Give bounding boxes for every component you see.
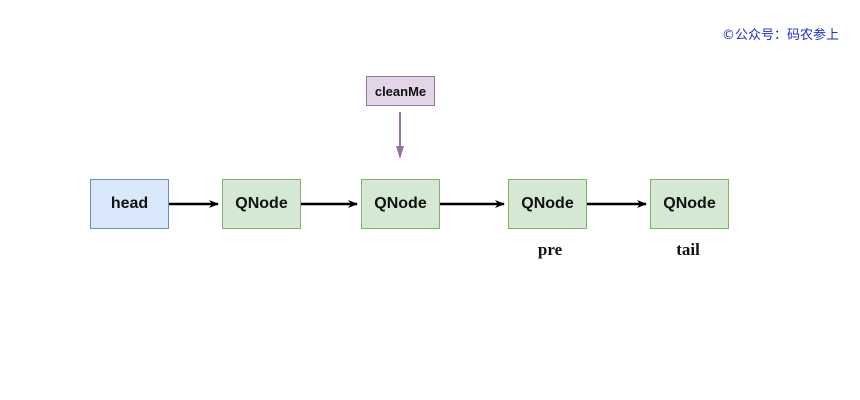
pointer-cleanme: cleanMe	[366, 76, 435, 106]
label-pre: pre	[537, 240, 563, 259]
node-qnode-1: QNode	[222, 179, 301, 229]
label-tail: tail	[676, 240, 700, 259]
node-qnode-4: QNode	[650, 179, 729, 229]
node-qnode-3: QNode	[508, 179, 587, 229]
edge-cleanme-arrowhead	[396, 146, 404, 159]
node-head: head	[90, 179, 169, 229]
watermark-text: ©公众号：码农参上	[722, 28, 840, 43]
node-qnode-2: QNode	[361, 179, 440, 229]
